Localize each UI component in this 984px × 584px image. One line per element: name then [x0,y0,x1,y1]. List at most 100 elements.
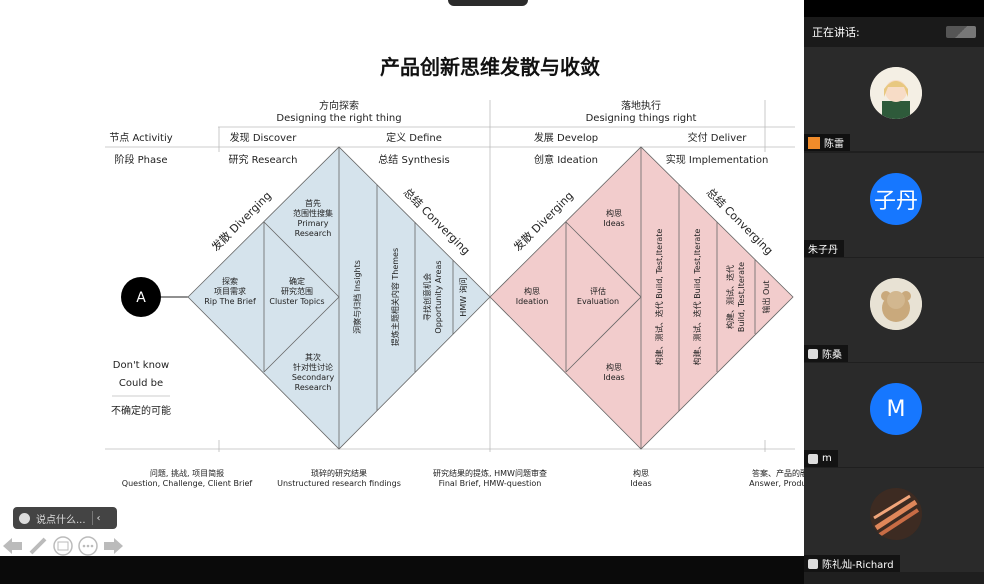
rip-brief-3: Rip The Brief [204,297,256,306]
annotation-toolbar [2,535,123,556]
phase-label: 阶段 Phase [114,153,167,166]
bottom-5-en: Answer, Produc [749,479,804,488]
avatar [870,278,922,330]
secondary-research-4: Research [295,383,332,392]
ideation-2: Ideation [516,297,549,306]
more-icon[interactable] [77,535,98,556]
bottom-1-en: Question, Challenge, Client Brief [122,479,253,488]
participant-name: m [822,453,832,464]
photo-avatar [870,488,922,540]
participant-tile[interactable]: 陈雷 [804,47,984,151]
double-diamond-diagram: 产品创新思维发散与收敛 节点 Activitiy 阶段 Ph [105,55,804,488]
participant-name: 陈雷 [824,139,844,150]
participant-name: 陈礼灿-Richard [822,560,894,571]
participant-name-tag: 朱子丹 [804,240,844,257]
build-label-3a: 构建、测试、迭代 [725,265,735,329]
slide-title: 产品创新思维发散与收敛 [380,55,600,79]
out-label: 输出 Out [761,280,771,313]
evaluation-2: Evaluation [577,297,619,306]
participant-name-tag: 陈桑 [804,345,848,362]
activity-develop: 发展 Develop [534,131,598,144]
node-a [121,277,161,317]
phase-synthesis: 总结 Synthesis [378,153,449,166]
phase-implementation: 实现 Implementation [666,153,769,166]
pen-icon[interactable] [27,535,48,556]
build-label-1: 构建、测试、迭代 Build, Test,Iterate [654,229,664,366]
participant-tile[interactable]: 陈桑 [804,258,984,362]
participant-tile[interactable]: 子丹 朱子丹 [804,153,984,257]
header-execute-cn: 落地执行 [621,99,661,112]
teddy-bear-avatar [870,278,922,330]
bottom-5-cn: 答案、产品的融 [752,468,804,478]
avatar [870,488,922,540]
panel-title: 正在讲话: [812,26,860,39]
person-icon [808,136,820,149]
phase-ideation: 创意 Ideation [534,153,598,166]
ideas-top-2: Ideas [603,219,624,228]
build-label-3b: Build, Test,Iterate [737,262,746,332]
secondary-research-2: 针对性讨论 [293,362,333,372]
cartoon-girl-avatar [870,67,922,119]
ideas-bottom-1: 构思 [606,362,622,372]
screen-icon[interactable] [52,535,73,556]
back-arrow-icon[interactable] [2,535,23,556]
participant-tile[interactable]: 陈礼灿-Richard [804,468,984,572]
avatar: 子丹 [870,173,922,225]
activity-define: 定义 Define [386,131,442,144]
activity-discover: 发现 Discover [230,131,298,144]
primary-research-3: Primary [298,219,329,228]
insights-label: 洞察与归档 Insights [352,260,362,334]
collapse-chevron-icon[interactable]: ‹ [96,512,101,524]
participant-name-tag: m [804,450,838,467]
participant-name-tag: 陈礼灿-Richard [804,555,900,572]
speaker-panel: 正在讲话: 陈雷 子丹 朱子丹 陈桑 M m [804,17,984,584]
bottom-4-en: Ideas [630,479,651,488]
bottom-1-cn: 问题, 挑战, 项目简报 [150,468,224,478]
evaluation-1: 评估 [590,286,606,296]
dont-know-label: Don't know [113,360,169,371]
participant-name: 朱子丹 [808,245,838,256]
chat-input[interactable]: 说点什么... ‹ [13,507,117,529]
header-explore-en: Designing the right thing [276,113,401,124]
bottom-3-en: Final Brief, HMW-question [439,479,542,488]
secondary-research-1: 其次 [305,352,321,362]
primary-research-4: Research [295,229,332,238]
node-label: 节点 Activitiy [109,132,172,144]
opportunity-label-1: 寻找创意机会 [422,273,432,321]
meeting-top-bar[interactable] [448,0,528,6]
mic-muted-icon [808,558,818,569]
cluster-topics-1: 确定 [289,276,305,286]
primary-research-2: 范围性搜集 [293,208,333,218]
ideas-top-1: 构思 [606,208,622,218]
mic-muted-icon [808,348,818,359]
bottom-bar [0,556,804,584]
activity-deliver: 交付 Deliver [688,131,748,144]
could-be-label: Could be [119,378,163,389]
participant-name: 陈桑 [822,350,842,361]
header-explore-cn: 方向探索 [319,99,359,112]
primary-research-1: 首先 [305,198,321,208]
themes-label: 提炼主题相关内容 Themes [390,248,400,346]
avatar: M [870,383,922,435]
bottom-3-cn: 研究结果的提炼, HMW问题审查 [433,468,547,478]
cluster-topics-2: 研究范围 [281,286,313,296]
layout-toggle-icon[interactable] [946,26,976,38]
opportunity-label-2: Opportunity Areas [434,260,443,333]
mic-muted-icon [808,453,818,464]
secondary-research-3: Secondary [292,373,335,382]
ideation-1: 构思 [524,286,540,296]
bottom-4-cn: 构思 [633,468,649,478]
phase-research: 研究 Research [228,153,297,166]
header-execute-en: Designing things right [586,113,697,124]
presentation-slide: 产品创新思维发散与收敛 节点 Activitiy 阶段 Ph [0,0,804,556]
forward-arrow-icon[interactable] [102,535,123,556]
smiley-icon[interactable] [19,512,30,524]
participant-tile[interactable]: M m [804,363,984,467]
chat-divider [91,511,93,525]
rip-brief-2: 项目需求 [214,286,246,296]
node-a-label: A [136,290,146,306]
build-label-2: 构建、测试、迭代 Build, Test,Iterate [692,229,702,366]
avatar [870,67,922,119]
ideas-bottom-2: Ideas [603,373,624,382]
uncertain-label: 不确定的可能 [111,404,171,417]
